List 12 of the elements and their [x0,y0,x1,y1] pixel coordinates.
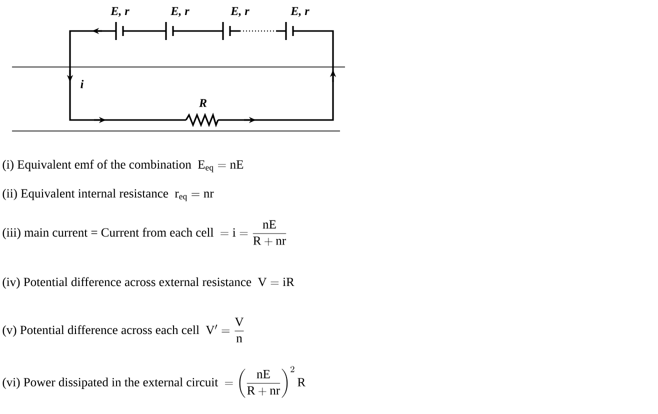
cell-label: E, r [230,7,250,17]
current-label: i [80,80,84,88]
statement: (iv) Potential difference across external resistance $\mathrm{V} = \mathrm{iR}$ [2,277,294,289]
resistor-label: R [199,99,207,107]
cell-label: E, r [170,7,190,17]
cell-label: E, r [290,7,310,17]
statement: (i) Equivalent emf of the combination $\mathrm{E}_{\mathrm{eq}} = \mathrm{nE}$ [2,160,244,172]
cell-label: E, r [110,7,130,17]
statement: (v) Potential difference across each cell $\mathrm{V}' = \dfrac{\mathrm{V}}{\mathrm{n}}$ [2,318,244,342]
statement: (iii) main current = Current from each cell $= \mathrm{i} = \dfrac{\mathrm{nE}}{\mathrm{R} + \mathrm{nr}}$ [2,220,286,246]
statement: (vi) Power dissipated in the external circuit $= \left(\dfrac{\mathrm{nE}}{\mathrm{R} + \mathrm{nr}}\right)^{2} \mathrm{R}$ [2,366,306,398]
statement: (ii) Equivalent internal resistance $\mathrm{r}_{\mathrm{eq}} = \mathrm{nr}$ [2,188,214,202]
